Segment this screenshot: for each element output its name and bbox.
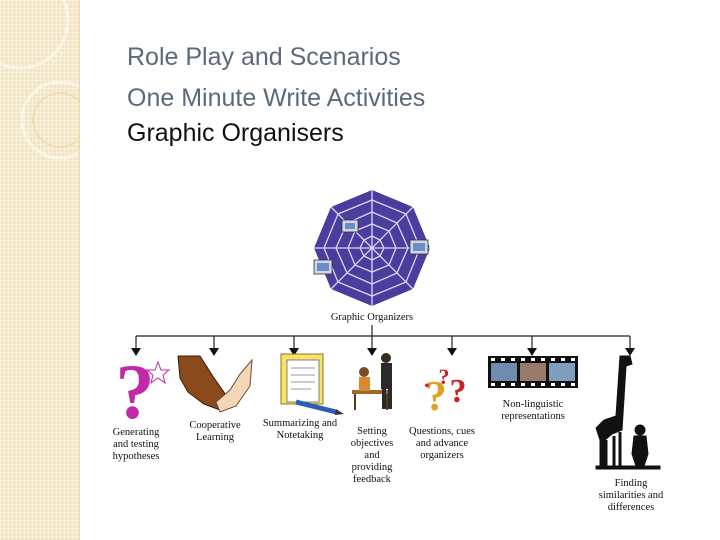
tree-connectors bbox=[131, 325, 635, 356]
svg-text:?: ? bbox=[450, 373, 467, 410]
handshake-icon bbox=[177, 355, 253, 413]
sidebar-circles-decoration bbox=[0, 0, 79, 160]
bullet-one-minute-write: One Minute Write Activities bbox=[127, 84, 426, 112]
svg-text:?: ? bbox=[439, 364, 450, 389]
branch-label-setting-objectives: Setting objectives and providing feedbac… bbox=[350, 426, 394, 485]
question-mark-star-icon: ? bbox=[116, 348, 171, 435]
svg-text:•: • bbox=[425, 379, 430, 394]
branch-label-questions: Questions, cues and advance organizers bbox=[409, 426, 475, 461]
branch-label-generating: Generating and testing hypotheses bbox=[112, 427, 160, 462]
notepad-pencil-icon bbox=[280, 353, 344, 415]
giraffe-monkey-icon bbox=[595, 355, 661, 470]
branch-label-summarizing: Summarizing and Notetaking bbox=[262, 418, 338, 441]
branch-label-similarities: Finding similarities and differences bbox=[598, 478, 664, 513]
root-label: Graphic Organizers bbox=[330, 312, 414, 323]
spider-web-computers-icon bbox=[313, 190, 430, 306]
branch-label-non-linguistic: Non-linguistic representations bbox=[501, 399, 565, 422]
computer-icon bbox=[341, 219, 359, 233]
svg-text:?: ? bbox=[116, 348, 155, 435]
question-marks-icon: ? ? ? • bbox=[425, 364, 467, 420]
decorative-sidebar bbox=[0, 0, 80, 540]
film-strip-icon bbox=[488, 356, 578, 388]
branch-label-cooperative: Cooperative Learning bbox=[189, 420, 241, 443]
bullet-graphic-organisers: Graphic Organisers bbox=[127, 119, 344, 147]
teacher-student-desk-icon bbox=[352, 353, 392, 410]
bullet-role-play: Role Play and Scenarios bbox=[127, 43, 401, 71]
svg-text:?: ? bbox=[426, 374, 447, 420]
